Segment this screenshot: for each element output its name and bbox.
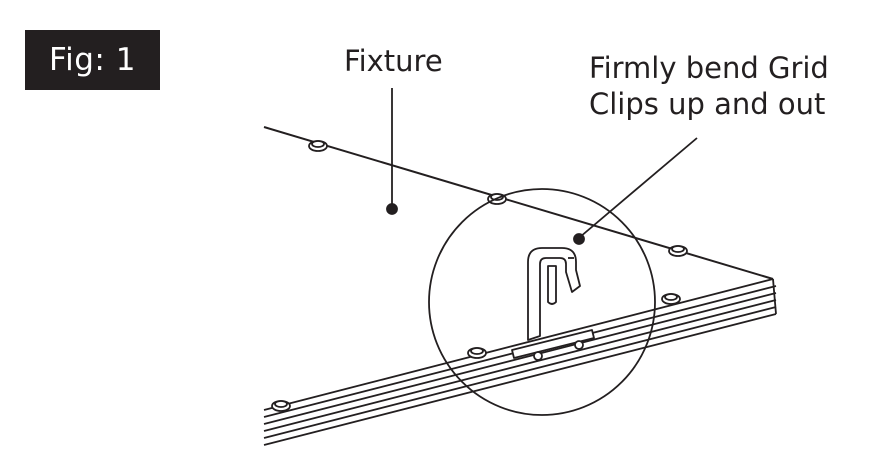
frame-edge	[263, 278, 777, 446]
clip-instruction-line-1: Firmly bend Grid	[589, 51, 829, 85]
detail-circle	[428, 188, 656, 416]
hex-screw-icon	[271, 140, 688, 412]
leader-lines	[386, 88, 698, 245]
grid-clip-icon	[511, 247, 595, 361]
clip-instruction-label: Firmly bend Grid Clips up and out	[589, 50, 829, 123]
fixture-label: Fixture	[344, 44, 443, 78]
clip-instruction-line-2: Clips up and out	[589, 87, 826, 122]
panel-outline	[263, 126, 774, 280]
figure-label: Fig: 1	[25, 30, 160, 90]
